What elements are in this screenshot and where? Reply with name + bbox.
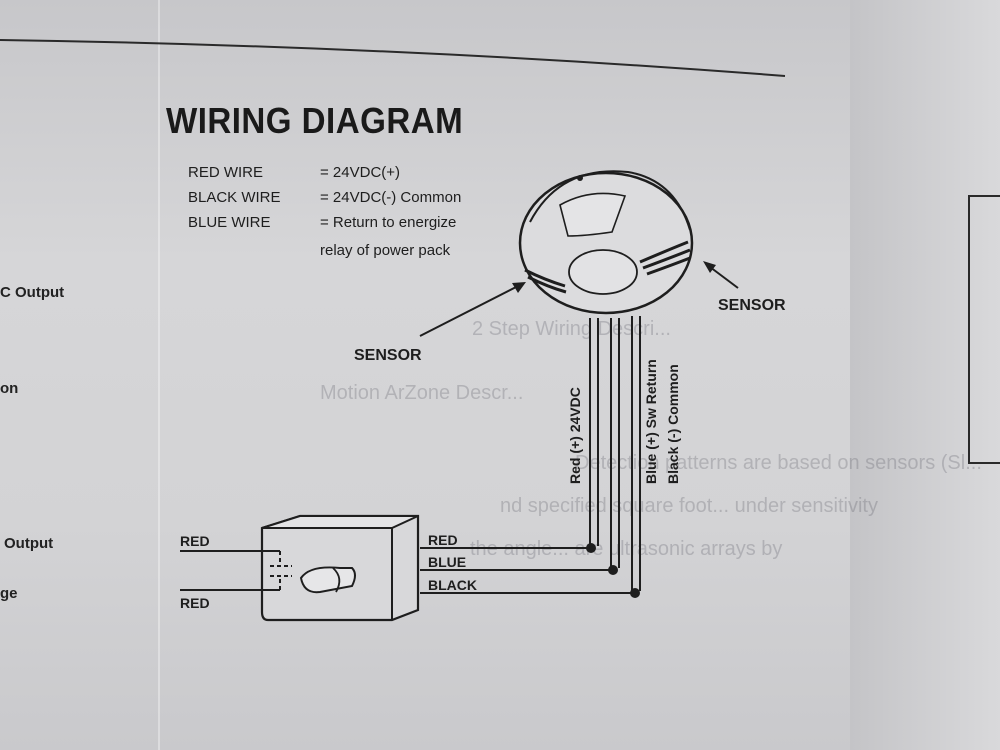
input-wires [180,550,292,591]
legend-key: BLUE WIRE [188,214,271,231]
vlabel-black: Black (-) Common [665,364,681,484]
legend-continuation: relay of power pack [188,242,450,259]
legend-key: RED WIRE [188,164,263,181]
legend-value: relay of power pack [320,242,451,259]
vlabel-red: Red (+) 24VDC [567,387,583,484]
bleed-text-5: the angle... are ultrasonic arrays by [470,538,783,560]
legend-value: = 24VDC(+) [320,164,401,181]
input-wire-bottom-label: RED [180,595,210,611]
legend-blue: BLUE WIRE = Return to energize [188,214,456,231]
bleed-text-4: nd specified square foot... under sensit… [500,495,878,517]
junction-red [586,543,596,553]
pack-wire-blue-label: BLUE [428,554,466,570]
bleed-text-1: 2 Step Wiring Descri... [472,318,671,340]
header-rule [0,39,786,77]
sensor-wires [589,316,641,591]
vlabel-blue: Blue (+) Sw Return [643,359,659,484]
legend-black: BLACK WIRE = 24VDC(-) Common [188,189,461,206]
pack-wires [420,547,636,594]
input-wire-top-label: RED [180,533,210,549]
junction-black [630,588,640,598]
sensor-label-right: SENSOR [718,297,786,314]
sensor-dome [518,170,694,315]
pack-wire-red-label: RED [428,532,458,548]
left-label-3: Output [4,535,54,552]
bleed-text-3: Detection patterns are based on sensors … [575,452,982,474]
sensor-arrowhead-right [703,261,716,273]
bleed-text-2: Motion ArZone Descr... [320,382,524,404]
left-label-1: C Output [0,284,65,301]
sensor-arrow-left [419,283,523,337]
pack-wire-black-label: BLACK [428,577,477,593]
junction-blue [608,565,618,575]
next-page-edge [850,0,1000,750]
page-title: WIRING DIAGRAM [166,100,464,141]
power-pack [260,514,420,622]
legend-red: RED WIRE = 24VDC(+) [188,164,400,181]
sensor-arrowhead-left [512,282,526,293]
left-label-2: on [0,380,19,397]
next-page-box [968,195,1000,464]
legend-key: BLACK WIRE [188,189,281,206]
fold-crease [158,0,160,750]
left-label-4: ge [0,585,18,602]
sensor-label-left: SENSOR [354,347,422,364]
legend-value: = Return to energize [320,214,457,231]
legend-value: = 24VDC(-) Common [320,189,462,206]
